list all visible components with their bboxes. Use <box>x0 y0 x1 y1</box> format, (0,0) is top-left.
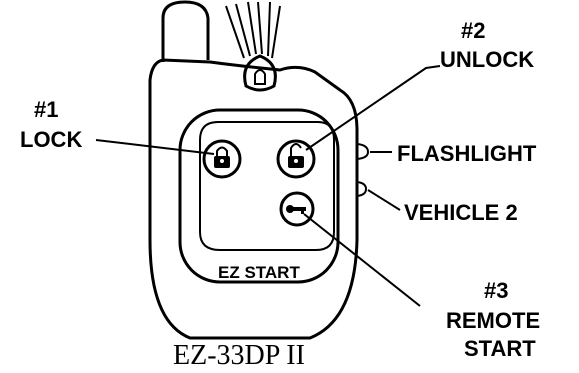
vehicle2-label: VEHICLE 2 <box>404 200 518 225</box>
lock-label: LOCK <box>20 127 82 152</box>
unlock-button[interactable] <box>276 139 316 179</box>
lock-leader-line <box>95 139 215 155</box>
remote-start-button[interactable] <box>279 191 315 227</box>
unlock-number-label: #2 <box>461 18 485 43</box>
face-panel <box>178 108 340 284</box>
lock-icon <box>214 146 230 168</box>
remote-start-number-label: #3 <box>484 278 508 303</box>
model-name: EZ-33DP II <box>173 340 305 371</box>
keyring-loop <box>225 1 281 92</box>
device-brand-text: EZ START <box>218 263 300 282</box>
remote-body <box>148 58 359 340</box>
unlock-leader-line <box>305 65 441 151</box>
antenna-stub <box>161 0 210 62</box>
flashlight-side-button[interactable] <box>356 143 370 160</box>
remote-start-label-line1: REMOTE <box>446 308 540 333</box>
remote-start-leader-line <box>303 213 421 307</box>
lock-button[interactable] <box>202 139 242 179</box>
button-cluster <box>199 121 335 251</box>
remote-start-label-line2: START <box>464 336 536 361</box>
vehicle2-leader-line <box>367 189 401 211</box>
key-icon <box>286 205 306 214</box>
unlock-icon <box>288 143 304 168</box>
vehicle2-side-button[interactable] <box>356 181 368 197</box>
lock-number-label: #1 <box>34 97 58 122</box>
unlock-label: UNLOCK <box>440 47 534 72</box>
flashlight-label: FLASHLIGHT <box>397 141 537 166</box>
